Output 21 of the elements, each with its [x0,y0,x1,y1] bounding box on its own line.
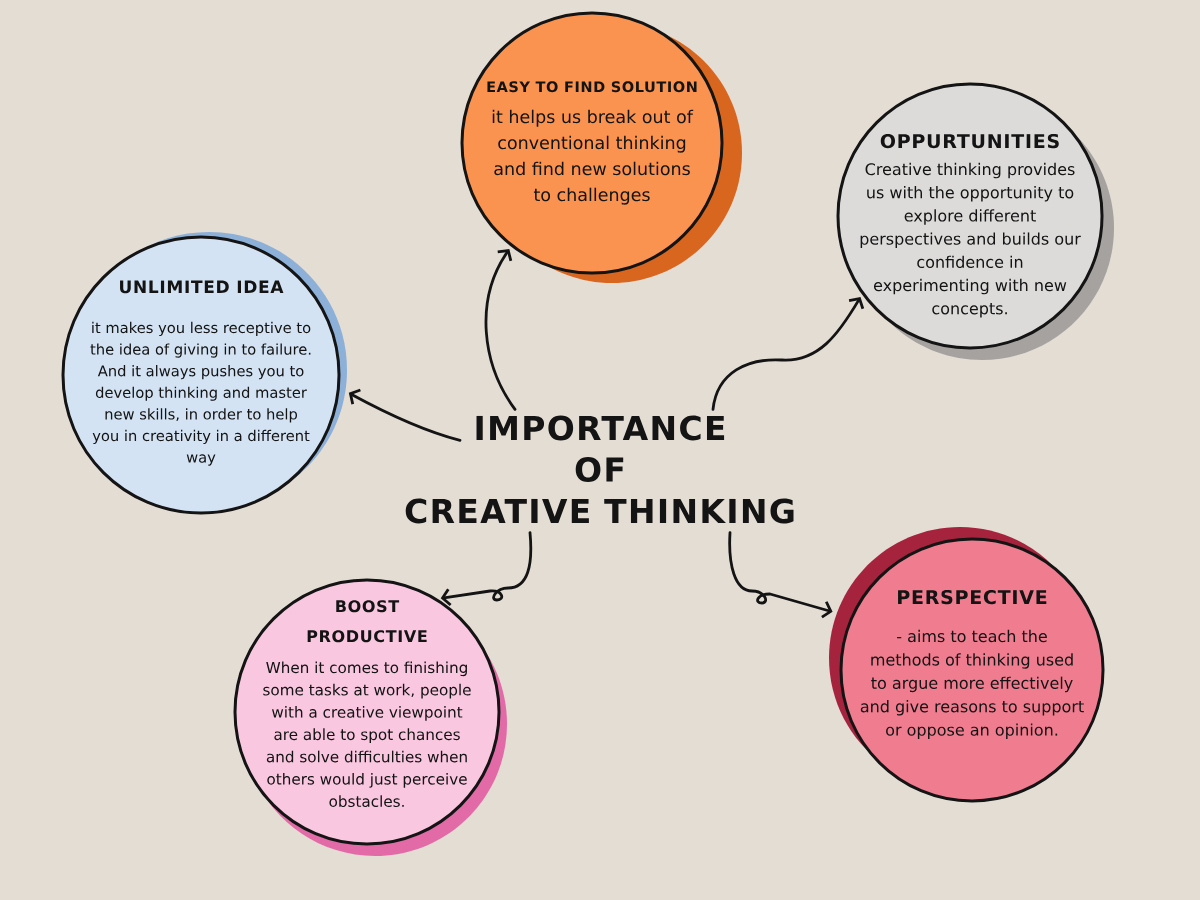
info-circle [836,82,1114,360]
description-text: - aims to teach the methods of thinking used to argue more effectively and give reasons to support or oppose an opinion. [860,629,1084,739]
info-circle [233,578,507,856]
central-topic: IMPORTANCE OF CREATIVE THINKING [405,415,794,524]
heading: PERSPECTIVE [898,589,1047,605]
heading: EASY TO FIND SOLUTION [487,81,697,93]
info-circle [61,232,347,515]
heading: OPPURTUNITIES [880,133,1059,149]
arrow [348,388,462,442]
heading: UNLIMITED IDEA [120,280,284,294]
description-text: it makes you less receptive to the idea of giving in to failure. And it always pushes you to develop thinking and master new skills, in order to help you in creativity in a different way [90,321,311,466]
heading: BOOST PRODUCTIVE [307,600,427,643]
arrow [711,297,865,411]
arrow [484,249,517,411]
description-text: it helps us break out of conventional thinking and find new solutions to challenges [492,109,694,205]
arrow [728,531,833,619]
description-text: Creative thinking provides us with the opportunity to explore different perspectives and builds our confidence in experimenting with new concepts. [860,162,1081,318]
description-text: When it comes to finishing some tasks at work, people with a creative viewpoint are able to spot chances and solve difficulties when others would just perceive obstacles. [263,661,471,808]
info-circle [460,11,742,283]
arrow [440,531,533,607]
info-circle [829,527,1105,803]
